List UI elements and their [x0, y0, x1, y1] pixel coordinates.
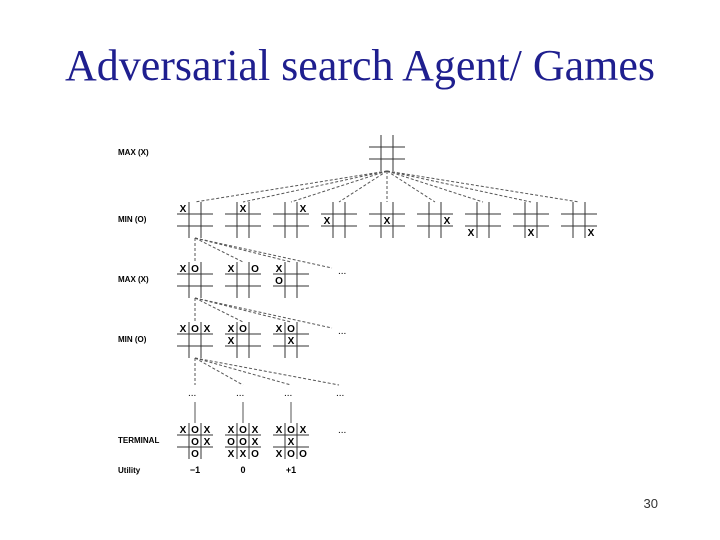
board-mark: X [288, 437, 295, 448]
utility-value: +1 [286, 465, 296, 475]
board-mark: O [239, 324, 247, 335]
level-labels: MAX (X) MIN (O) MAX (X) MIN (O) TERMINAL Util… [118, 148, 296, 475]
ellipsis: ... [188, 388, 196, 399]
min-board-3: X [273, 202, 309, 238]
board-mark: X [588, 228, 595, 239]
ellipsis: ... [284, 388, 292, 399]
root-board [369, 135, 405, 171]
board-mark: X [468, 228, 475, 239]
min-board-6: X [417, 202, 453, 238]
min-board-5: X [369, 202, 405, 238]
level-label: MIN (O) [118, 215, 147, 224]
board-mark: X [180, 324, 187, 335]
board-mark: O [275, 276, 283, 287]
tree-edges [194, 170, 580, 423]
board-mark: O [191, 437, 199, 448]
board-mark: X [276, 449, 283, 460]
board-mark: X [204, 425, 211, 436]
game-tree-diagram: MAX (X) MIN (O) MAX (X) MIN (O) TERMINAL Util… [118, 135, 597, 475]
board-mark: X [204, 437, 211, 448]
min-board-8: X [513, 202, 549, 239]
level-label: MAX (X) [118, 275, 149, 284]
board-mark: X [444, 216, 451, 227]
ellipsis: ... [338, 326, 346, 337]
board-mark: X [180, 204, 187, 215]
board-mark: X [228, 449, 235, 460]
min-board-4: X [321, 202, 357, 238]
board-mark: X [300, 425, 307, 436]
board-mark: X [240, 449, 247, 460]
board-mark: O [299, 449, 307, 460]
slide-title: Adversarial search Agent/ Games [64, 41, 656, 90]
board-mark: X [204, 324, 211, 335]
board-mark: X [228, 336, 235, 347]
ellipses: ..................... [188, 266, 346, 436]
level-label: MIN (O) [118, 335, 147, 344]
ellipsis: ... [338, 266, 346, 277]
board-mark: X [300, 204, 307, 215]
board-mark: X [180, 264, 187, 275]
board-mark: O [191, 264, 199, 275]
board-mark: O [251, 449, 259, 460]
board-mark: X [276, 264, 283, 275]
board-mark: X [324, 216, 331, 227]
board-mark: X [276, 425, 283, 436]
board-mark: O [191, 425, 199, 436]
board-mark: X [240, 204, 247, 215]
board-mark: X [228, 264, 235, 275]
board-mark: X [180, 425, 187, 436]
board-mark: O [191, 449, 199, 460]
board-mark: X [228, 324, 235, 335]
board-mark: O [251, 264, 259, 275]
board-mark: O [287, 324, 295, 335]
board-mark: X [276, 324, 283, 335]
min-board-2: X [225, 202, 261, 238]
board-mark: O [239, 437, 247, 448]
utility-value: 0 [240, 465, 245, 475]
page-number: 30 [643, 496, 658, 511]
board-mark: X [228, 425, 235, 436]
board-mark: O [287, 449, 295, 460]
board-mark: O [287, 425, 295, 436]
min-board-1: X [177, 202, 213, 238]
min-board-9: X [561, 202, 597, 239]
max-board-3: XO [273, 262, 309, 298]
min-board-7: X [465, 202, 501, 239]
utility-value: −1 [190, 465, 200, 475]
board-mark: O [227, 437, 235, 448]
level-label: TERMINAL [118, 436, 159, 445]
board-mark: X [288, 336, 295, 347]
board-mark: O [239, 425, 247, 436]
level-label: MAX (X) [118, 148, 149, 157]
ellipsis: ... [338, 425, 346, 436]
board-mark: X [528, 228, 535, 239]
board-mark: X [252, 425, 259, 436]
board-mark: X [384, 216, 391, 227]
ellipsis: ... [236, 388, 244, 399]
board-mark: X [252, 437, 259, 448]
level-label: Utility [118, 466, 141, 475]
ellipsis: ... [336, 388, 344, 399]
board-mark: O [191, 324, 199, 335]
